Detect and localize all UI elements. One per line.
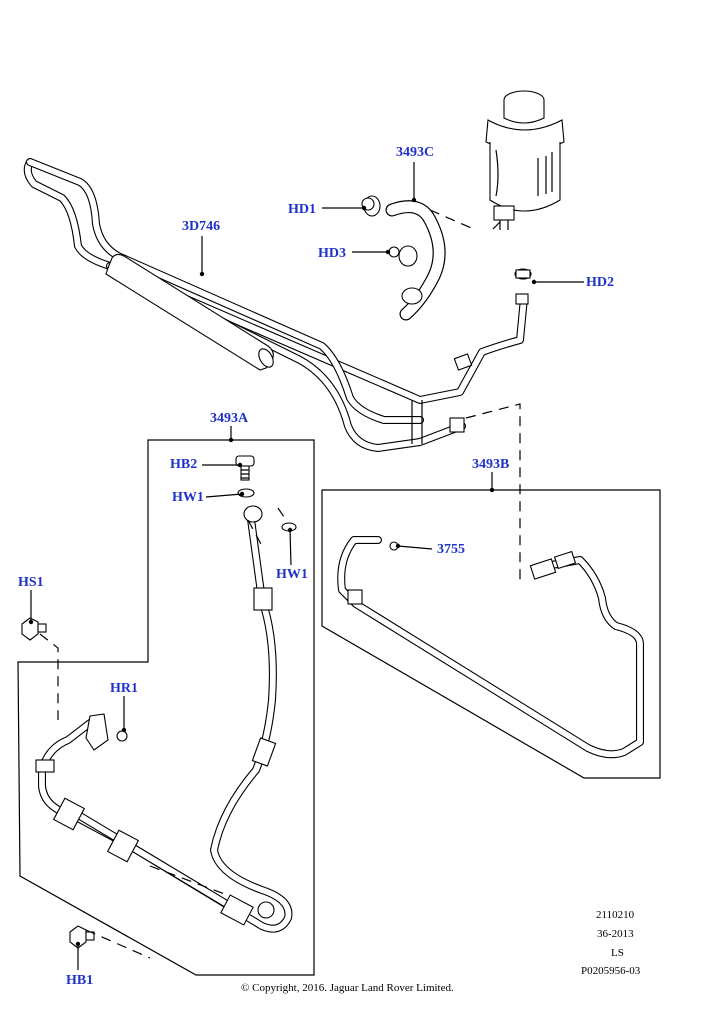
hose-3493c [363, 195, 446, 321]
info-ref: P0205956-03 [581, 965, 641, 977]
label-hs1: HS1 [18, 575, 44, 590]
leader-lines [28, 162, 584, 970]
clip-hd3 [388, 246, 400, 258]
clip-hd2 [515, 269, 531, 279]
label-hw1-right: HW1 [276, 567, 308, 582]
pipe-3493b [337, 536, 644, 759]
label-3d746: 3D746 [182, 219, 221, 234]
label-hr1: HR1 [110, 681, 138, 696]
copyright-notice: © Copyright, 2016. Jaguar Land Rover Lim… [241, 982, 454, 994]
ring-hr1 [116, 730, 128, 742]
fluid-reservoir [485, 90, 565, 230]
hose-3493a [35, 505, 293, 933]
label-3493c: 3493C [396, 145, 435, 160]
dashed-connectors [39, 209, 521, 959]
screw-hs1 [21, 617, 47, 641]
label-hw1-top: HW1 [172, 490, 204, 505]
box-3493a [17, 439, 315, 976]
label-3755: 3755 [437, 542, 465, 557]
info-model: LS [611, 947, 624, 959]
label-hd2: HD2 [586, 275, 614, 290]
info-code: 2110210 [596, 909, 635, 921]
cooler-pipe-3d746 [23, 158, 532, 452]
box-3493b [321, 489, 661, 779]
bolt-hb1 [69, 925, 95, 949]
label-3493b: 3493B [472, 457, 510, 472]
label-3493a: 3493A [210, 411, 249, 426]
label-hb2: HB2 [170, 457, 198, 472]
label-hd3: HD3 [318, 246, 346, 261]
info-group: 36-2013 [597, 928, 634, 940]
bolt-hb2 [235, 455, 255, 481]
label-hd1: HD1 [288, 202, 316, 217]
label-hb1: HB1 [66, 973, 94, 988]
